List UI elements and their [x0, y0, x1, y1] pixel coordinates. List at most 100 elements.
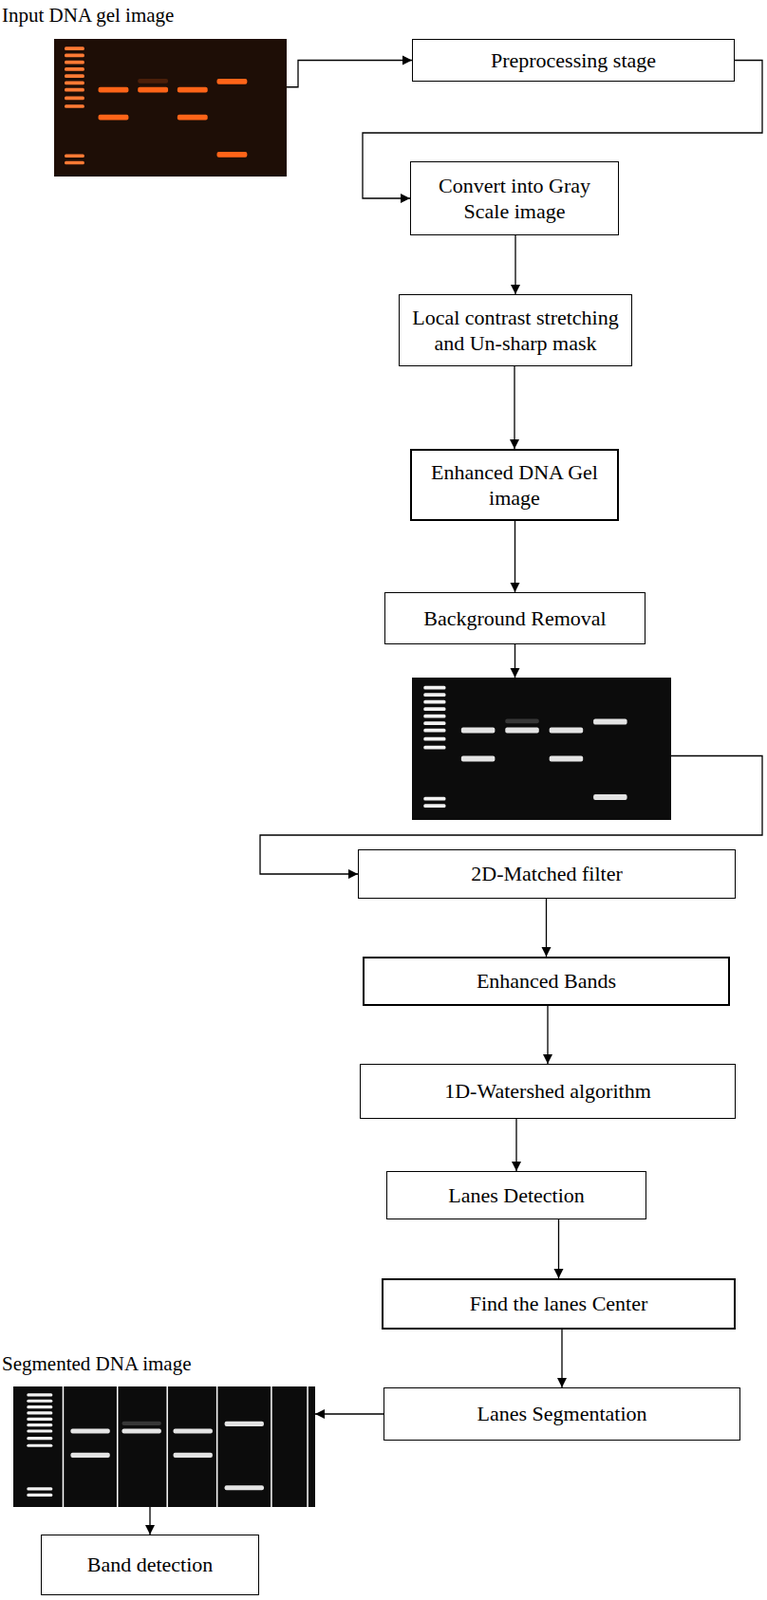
ladder-band	[423, 707, 446, 711]
gel-image	[411, 677, 672, 821]
ladder-band	[26, 1418, 53, 1422]
flow-arrow	[557, 1329, 567, 1388]
arrow-head	[509, 439, 520, 449]
flow-arrow	[542, 1006, 553, 1065]
flow-arrow	[510, 235, 521, 295]
process-box: Convert into Gray Scale image	[410, 161, 619, 236]
box-text: Local contrast stretching and Un-sharp m…	[407, 304, 624, 357]
flow-line	[513, 366, 515, 449]
ladder-band	[26, 1429, 53, 1433]
lane-divider	[270, 1386, 273, 1508]
arrow-head	[145, 1525, 155, 1535]
ladder-band	[423, 721, 446, 726]
process-box: Background Removal	[384, 592, 646, 645]
flow-arrow	[145, 1507, 155, 1535]
ladder-band	[64, 104, 85, 109]
ladder-band	[64, 54, 85, 58]
flow-arrow	[554, 1219, 564, 1279]
ladder-band	[423, 700, 446, 705]
dna-band	[461, 728, 495, 734]
flow-line	[315, 1413, 384, 1415]
dna-band	[224, 1421, 264, 1427]
dna-band	[121, 1428, 161, 1434]
box-text: 1D-Watershed algorithm	[368, 1078, 728, 1105]
lane-divider	[166, 1386, 169, 1508]
arrow-head	[400, 193, 411, 204]
ladder-band	[64, 153, 85, 158]
flow-arrow	[511, 1119, 522, 1172]
dna-band	[593, 794, 627, 801]
process-box: Enhanced DNA Gel image	[410, 448, 619, 522]
box-text: Lanes Detection	[394, 1182, 638, 1210]
image-caption: Input DNA gel image	[1, 3, 297, 28]
ladder-band	[423, 729, 446, 733]
ladder-band	[64, 96, 85, 101]
box-text: Find the lanes Center	[391, 1290, 727, 1318]
ladder-band	[26, 1393, 53, 1397]
flow-arrow	[510, 521, 521, 593]
flow-line	[260, 644, 763, 875]
flow-arrow	[542, 898, 552, 957]
flow-line	[514, 521, 516, 593]
flow-line	[286, 60, 412, 88]
flow-arrow	[315, 1409, 384, 1420]
arrow-head	[542, 947, 552, 957]
ladder-band	[423, 714, 446, 719]
dna-band	[177, 114, 208, 121]
dna-band	[549, 756, 583, 763]
arrow-head	[557, 1378, 567, 1388]
arrow-head	[510, 582, 521, 593]
ladder-band	[26, 1444, 53, 1448]
arrow-head	[542, 1054, 553, 1065]
process-box: Band detection	[40, 1534, 260, 1596]
dna-band	[217, 151, 248, 158]
ladder-band	[64, 88, 85, 93]
lane-divider	[306, 1386, 309, 1508]
ladder-band	[64, 67, 85, 72]
ladder-band	[26, 1437, 53, 1441]
arrow-head	[554, 1269, 564, 1279]
dna-band	[177, 87, 208, 94]
gel-image-node: Segmented DNA image	[1, 1352, 316, 1508]
lane-divider	[116, 1386, 119, 1508]
ladder-band	[64, 161, 85, 166]
ladder-band	[64, 81, 85, 86]
faint-band	[121, 1421, 161, 1426]
dna-band	[549, 728, 583, 734]
ladder-band	[64, 60, 85, 65]
box-text: Lanes Segmentation	[392, 1401, 732, 1428]
box-text: Band detection	[49, 1552, 251, 1579]
dna-band	[224, 1485, 264, 1491]
flow-arrow	[260, 644, 763, 880]
process-box: Preprocessing stage	[411, 38, 735, 82]
ladder-band	[423, 797, 446, 802]
faint-band	[505, 719, 539, 725]
gel-image	[13, 1386, 316, 1508]
ladder-band	[26, 1400, 53, 1404]
box-text: Enhanced DNA Gel image	[419, 459, 610, 512]
dna-band	[98, 87, 130, 94]
dna-band	[70, 1453, 110, 1459]
lane-divider	[62, 1386, 65, 1508]
dna-band	[461, 756, 495, 763]
box-text: Enhanced Bands	[372, 968, 721, 995]
dna-band	[137, 87, 169, 94]
process-box: 2D-Matched filter	[357, 849, 736, 899]
dna-band	[505, 728, 539, 734]
flow-arrow	[509, 366, 520, 449]
arrow-head	[510, 668, 521, 678]
gel-ground	[54, 38, 287, 177]
gel-image-node: Input DNA gel image	[1, 3, 297, 181]
arrow-head	[348, 869, 358, 880]
image-caption: Segmented DNA image	[1, 1352, 316, 1377]
ladder-band	[26, 1405, 53, 1409]
process-box: Local contrast stretching and Un-sharp m…	[398, 294, 633, 367]
dna-band	[217, 78, 248, 85]
ladder-band	[423, 686, 446, 691]
ladder-band	[26, 1487, 53, 1491]
dna-band	[173, 1428, 213, 1434]
lane-divider	[216, 1386, 219, 1508]
box-text: Convert into Gray Scale image	[418, 172, 611, 225]
ladder-band	[26, 1423, 53, 1427]
